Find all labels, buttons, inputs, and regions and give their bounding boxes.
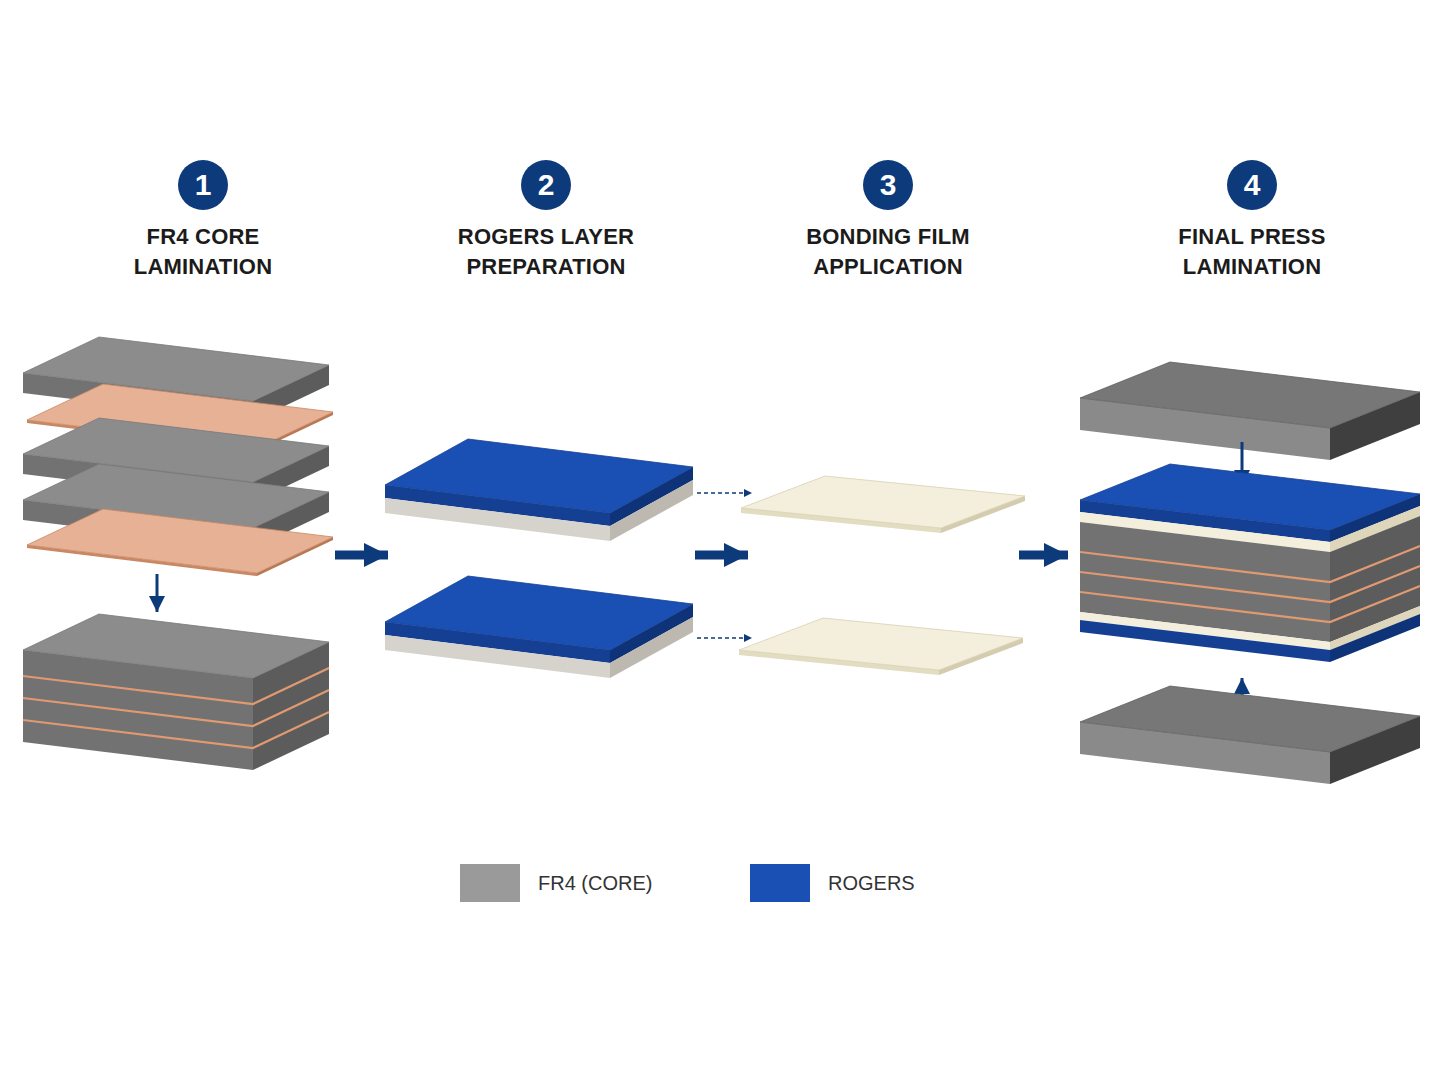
slab-top [1080, 464, 1420, 530]
flow-connector [335, 551, 388, 560]
flow-connector [695, 551, 748, 560]
step-title: FR4 CORE LAMINATION [93, 222, 313, 282]
process-step: 4FINAL PRESS LAMINATION [1070, 160, 1425, 780]
step-header: 1FR4 CORE LAMINATION [93, 160, 313, 282]
slab-front [1080, 620, 1330, 662]
slab-side [1330, 614, 1420, 662]
step-number: 4 [1227, 160, 1277, 210]
legend-entry: FR4 (CORE) [460, 864, 652, 902]
copper-line [23, 690, 329, 726]
step-title: FINAL PRESS LAMINATION [1142, 222, 1362, 282]
legend-label: ROGERS [828, 872, 915, 895]
step-number: 2 [521, 160, 571, 210]
flow-connector [1019, 551, 1068, 560]
slab-top [23, 337, 329, 401]
step-header: 2ROGERS LAYER PREPARATION [436, 160, 656, 282]
slab-top [385, 439, 693, 513]
step-number: 3 [863, 160, 913, 210]
slab-top [739, 618, 1023, 670]
copper-line [1080, 546, 1420, 582]
legend-swatch [460, 864, 520, 902]
copper-line [23, 668, 329, 704]
flow-arrow [156, 574, 159, 612]
flow-arrow [697, 637, 752, 639]
slab-top [741, 476, 1025, 528]
slab-top [23, 418, 329, 482]
step-number: 1 [178, 160, 228, 210]
process-step: 3BONDING FILM APPLICATION [750, 160, 1017, 780]
legend-label: FR4 (CORE) [538, 872, 652, 895]
step-header: 4FINAL PRESS LAMINATION [1142, 160, 1362, 282]
copper-line [1080, 566, 1420, 602]
slab-top [385, 576, 693, 650]
process-step: 1FR4 CORE LAMINATION [20, 160, 333, 780]
step-title: BONDING FILM APPLICATION [778, 222, 998, 282]
process-step: 2ROGERS LAYER PREPARATION [390, 160, 693, 780]
step-title: ROGERS LAYER PREPARATION [436, 222, 656, 282]
copper-line [1080, 586, 1420, 622]
slab-top [27, 509, 333, 573]
slab-top [23, 614, 329, 678]
legend-swatch [750, 864, 810, 902]
slab-top [1080, 686, 1420, 752]
legend-entry: ROGERS [750, 864, 915, 902]
slab-top [1080, 362, 1420, 428]
step-header: 3BONDING FILM APPLICATION [778, 160, 998, 282]
copper-line [23, 712, 329, 748]
flow-arrow [697, 492, 752, 494]
